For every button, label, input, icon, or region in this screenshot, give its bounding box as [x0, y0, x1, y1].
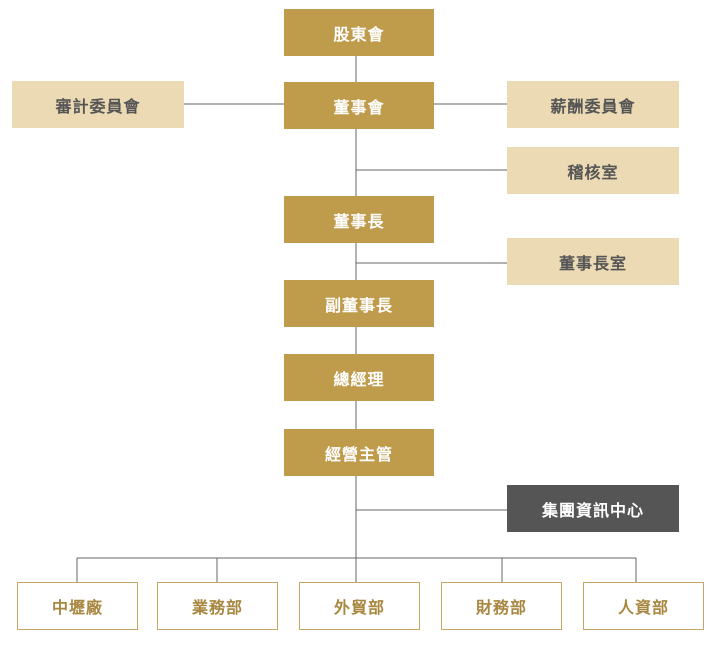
dept-zhongli-plant-box: 中壢廠	[17, 582, 138, 630]
dept-foreign-trade-box: 外貿部	[299, 582, 420, 630]
business-head-box: 經營主管	[284, 429, 434, 476]
dept-sales-box: 業務部	[157, 582, 278, 630]
dept-hr-box: 人資部	[583, 582, 704, 630]
dept-finance-box: 財務部	[441, 582, 562, 630]
group-it-center-box: 集團資訊中心	[507, 485, 679, 532]
chairman-office-box: 董事長室	[507, 238, 679, 285]
audit-committee-box: 審計委員會	[12, 81, 184, 128]
shareholders-box: 股東會	[284, 9, 434, 56]
internal-audit-box: 稽核室	[507, 147, 679, 194]
board-box: 董事會	[284, 82, 434, 129]
compensation-committee-box: 薪酬委員會	[507, 81, 679, 128]
vice-chairman-box: 副董事長	[284, 280, 434, 327]
general-manager-box: 總經理	[284, 354, 434, 401]
chairman-box: 董事長	[284, 196, 434, 243]
